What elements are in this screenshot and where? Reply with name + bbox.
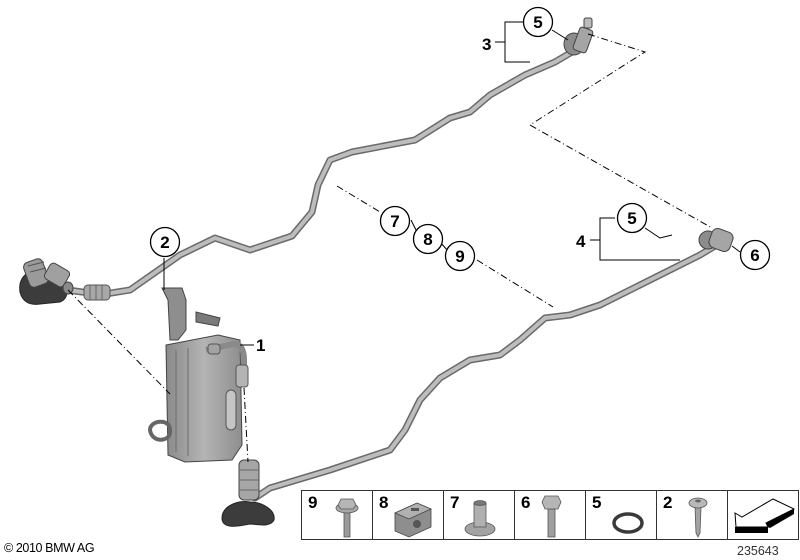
banjo-fitting-upper xyxy=(563,17,594,56)
flange-bolt-icon xyxy=(335,498,359,538)
svg-text:7: 7 xyxy=(390,212,399,231)
parts-cell-reference xyxy=(728,491,798,539)
banjo-fitting-lower xyxy=(698,228,734,252)
callout-5-upper: 5 xyxy=(522,6,554,38)
parts-cell-6: 6 xyxy=(515,491,586,539)
part-number: 9 xyxy=(308,493,318,512)
parts-cell-2: 2 xyxy=(657,491,728,539)
callout-1: 1 xyxy=(256,336,265,355)
leader-lines-solid xyxy=(163,21,741,346)
oil-line-upper xyxy=(64,17,594,301)
parts-cell-9: 9 xyxy=(302,491,373,539)
parts-cell-5: 5 xyxy=(586,491,657,539)
leader-lines xyxy=(67,33,713,463)
parts-cell-7: 7 xyxy=(444,491,515,539)
torx-screw-icon xyxy=(688,497,708,538)
oil-line-lower xyxy=(251,228,734,502)
svg-text:9: 9 xyxy=(455,247,464,266)
part-number: 7 xyxy=(450,493,460,512)
callout-3: 3 xyxy=(482,35,491,54)
svg-text:2: 2 xyxy=(160,233,169,252)
flange-nut-icon xyxy=(464,500,496,537)
copyright-notice: © 2010 BMW AG xyxy=(4,541,95,555)
o-ring-icon xyxy=(612,512,644,534)
svg-text:5: 5 xyxy=(533,13,542,32)
callout-2: 2 xyxy=(149,226,181,258)
pipe-clamp-icon xyxy=(394,502,432,538)
diagram-id: 235643 xyxy=(737,544,779,558)
part-number: 2 xyxy=(663,493,673,512)
parts-legend-table: 9 8 7 6 5 xyxy=(301,490,799,540)
hose-left xyxy=(19,258,74,305)
arrow-reference-icon xyxy=(734,498,796,533)
callout-7: 7 xyxy=(379,205,411,237)
part-number: 6 xyxy=(521,493,531,512)
svg-text:6: 6 xyxy=(750,246,759,265)
part-number: 5 xyxy=(592,493,602,512)
callout-8: 8 xyxy=(412,223,444,255)
svg-text:8: 8 xyxy=(423,230,432,249)
callout-6: 6 xyxy=(739,239,771,271)
callout-9: 9 xyxy=(444,240,476,272)
hose-lower-end xyxy=(221,459,275,527)
svg-text:5: 5 xyxy=(627,209,636,228)
hex-bolt-icon xyxy=(541,495,562,538)
part-number: 8 xyxy=(379,493,389,512)
parts-cell-8: 8 xyxy=(373,491,444,539)
callout-5-lower: 5 xyxy=(616,202,648,234)
callout-4: 4 xyxy=(576,232,586,251)
oil-cooler xyxy=(147,287,249,463)
